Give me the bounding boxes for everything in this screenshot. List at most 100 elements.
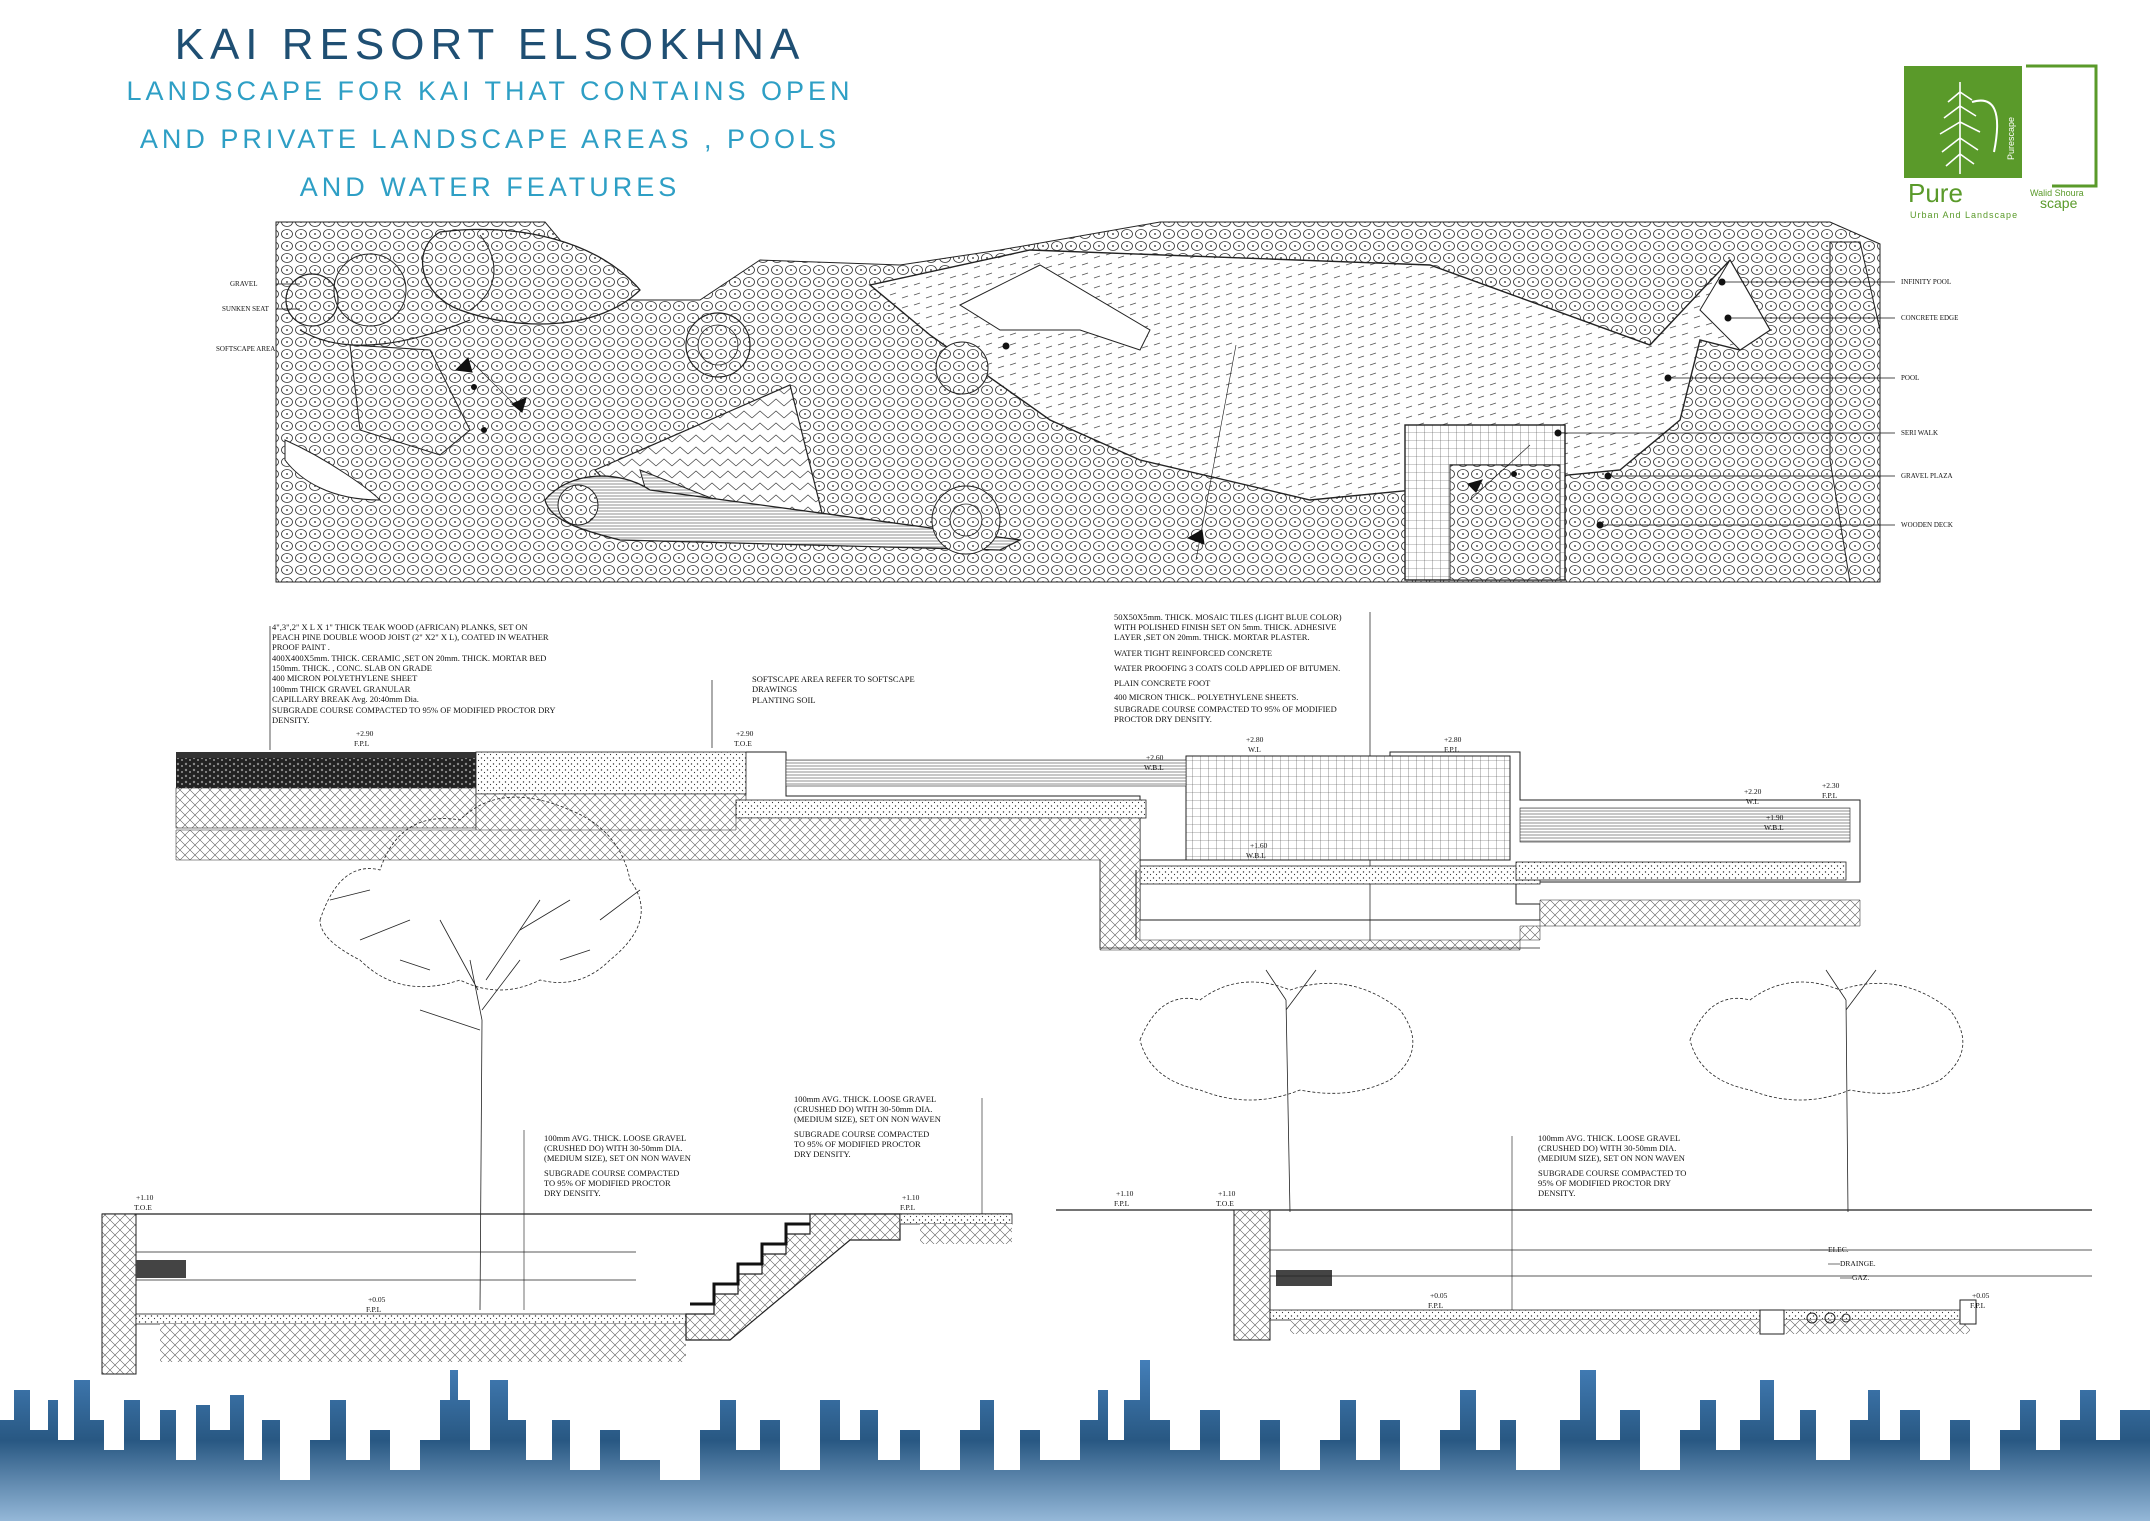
svg-text:100mm AVG. THICK. LOOSE GRAVE: 100mm AVG. THICK. LOOSE GRAVEL — [544, 1133, 686, 1143]
svg-text:F.P.L: F.P.L — [1114, 1199, 1130, 1208]
svg-text:F.P.L: F.P.L — [1970, 1301, 1986, 1310]
svg-text:400X400X5mm. THICK. CERAMIC ,: 400X400X5mm. THICK. CERAMIC ,SET ON 20mm… — [272, 653, 546, 663]
svg-text:150mm. THICK. , CONC. SLAB ON: 150mm. THICK. , CONC. SLAB ON GRADE — [272, 663, 432, 673]
svg-text:+1.10: +1.10 — [1218, 1189, 1236, 1198]
svg-text:PEACH PINE DOUBLE WOOD JOIST (: PEACH PINE DOUBLE WOOD JOIST (2" X2" X L… — [272, 632, 549, 642]
pool-section: 4",3",2" X L X 1" THICK TEAK WOOD (AFRIC… — [175, 612, 1861, 951]
svg-text:+2.30: +2.30 — [1822, 781, 1840, 790]
svg-text:F.P.L: F.P.L — [900, 1203, 916, 1212]
svg-text:+2.90: +2.90 — [356, 729, 374, 738]
svg-text:(CRUSHED DO) WITH 30-50mm DIA.: (CRUSHED DO) WITH 30-50mm DIA. — [1538, 1143, 1676, 1153]
svg-text:PLAIN CONCRETE FOOT: PLAIN CONCRETE FOOT — [1114, 678, 1211, 688]
plan-label-seri-walk: SERI WALK — [1901, 429, 1938, 437]
tree-center — [1139, 969, 1414, 1213]
svg-text:+2.80: +2.80 — [1246, 735, 1264, 744]
svg-text:W.B.L: W.B.L — [1764, 823, 1784, 832]
purescape-logo: Purescape Pure Walid Shoura scape Urban … — [1904, 64, 2098, 220]
svg-text:(MEDIUM SIZE), SET ON NON WAV: (MEDIUM SIZE), SET ON NON WAVEN — [1538, 1153, 1685, 1163]
svg-text:WATER PROOFING 3 COATS COLD AP: WATER PROOFING 3 COATS COLD APPLIED OF B… — [1114, 663, 1340, 673]
svg-text:100mm THICK GRAVEL GRANULAR: 100mm THICK GRAVEL GRANULAR — [272, 684, 411, 694]
subtitle-line-1: LANDSCAPE FOR KAI THAT CONTAINS OPEN — [126, 76, 854, 106]
logo-brand: Pure — [1908, 178, 1963, 208]
plan-label-pool: POOL — [1901, 374, 1919, 382]
softscape-notes: SOFTSCAPE AREA REFER TO SOFTSCAPE DRAWIN… — [711, 674, 915, 748]
plan-label-sunken-seat: SUNKEN SEAT — [222, 305, 270, 313]
svg-text:+2.60: +2.60 — [1146, 753, 1164, 762]
logo-vertical-text: Purescape — [2006, 117, 2016, 160]
svg-text:DRY DENSITY.: DRY DENSITY. — [794, 1149, 851, 1159]
service-elec: ELEC. — [1828, 1245, 1849, 1254]
svg-text:WATER TIGHT REINFORCED CONCRET: WATER TIGHT REINFORCED CONCRETE — [1114, 648, 1272, 658]
svg-text:LAYER ,SET ON 20mm. THICK. MOR: LAYER ,SET ON 20mm. THICK. MORTAR PLASTE… — [1114, 632, 1310, 642]
svg-text:DENSITY.: DENSITY. — [272, 715, 309, 725]
svg-text:SUBGRADE COURSE COMPACTED TO: SUBGRADE COURSE COMPACTED TO — [1538, 1168, 1686, 1178]
steps-gravel-notes: 100mm AVG. THICK. LOOSE GRAVEL (CRUSHED … — [523, 1130, 691, 1310]
svg-text:PROCTOR DRY DENSITY.: PROCTOR DRY DENSITY. — [1114, 714, 1212, 724]
subtitle-line-3: AND WATER FEATURES — [299, 172, 681, 202]
svg-text:+0.05: +0.05 — [1972, 1291, 1990, 1300]
svg-text:DRY DENSITY.: DRY DENSITY. — [544, 1188, 601, 1198]
pine-tree-icon — [1939, 82, 1999, 174]
svg-text:DENSITY.: DENSITY. — [1538, 1188, 1575, 1198]
svg-text:F.P.L: F.P.L — [354, 739, 370, 748]
services-notes: 100mm AVG. THICK. LOOSE GRAVEL (CRUSHED … — [1511, 1133, 1686, 1330]
svg-text:T.O.E: T.O.E — [134, 1203, 152, 1212]
svg-text:T.O.E: T.O.E — [734, 739, 752, 748]
svg-text:+2.80: +2.80 — [1444, 735, 1462, 744]
plan-label-infinity-pool: INFINITY POOL — [1901, 278, 1951, 286]
logo-brand-suffix: scape — [2040, 195, 2078, 211]
services-section: 100mm AVG. THICK. LOOSE GRAVEL (CRUSHED … — [1056, 1133, 2092, 1341]
service-drainge: DRAINGE. — [1840, 1259, 1876, 1268]
svg-text:W.L: W.L — [1248, 745, 1261, 754]
svg-text:+1.60: +1.60 — [1250, 841, 1268, 850]
svg-text:100mm AVG. THICK. LOOSE GRAVE: 100mm AVG. THICK. LOOSE GRAVEL — [1538, 1133, 1680, 1143]
plan-label-gravel: GRAVEL — [230, 280, 257, 288]
svg-text:4",3",2" X L X 1" THICK TEAK: 4",3",2" X L X 1" THICK TEAK WOOD (AFRIC… — [272, 622, 528, 632]
service-gaz: GAZ. — [1852, 1273, 1869, 1282]
svg-text:SUBGRADE COURSE COMPACTED: SUBGRADE COURSE COMPACTED — [794, 1129, 929, 1139]
svg-text:TO 95% OF MODIFIED PROCTOR: TO 95% OF MODIFIED PROCTOR — [794, 1139, 921, 1149]
svg-text:(MEDIUM SIZE), SET ON NON WAV: (MEDIUM SIZE), SET ON NON WAVEN — [794, 1114, 941, 1124]
tree-right — [1689, 969, 1964, 1213]
svg-text:W.B.L: W.B.L — [1144, 763, 1164, 772]
pool-notes: 50X50X5mm. THICK. MOSAIC TILES (LIGHT BL… — [1114, 612, 1371, 940]
svg-text:F.P.L: F.P.L — [1444, 745, 1460, 754]
svg-text:F.P.L: F.P.L — [1428, 1301, 1444, 1310]
svg-text:WITH POLISHED FINISH SET ON 5: WITH POLISHED FINISH SET ON 5mm. THICK. … — [1114, 622, 1336, 632]
svg-text:SUBGRADE COURSE COMPACTED: SUBGRADE COURSE COMPACTED — [544, 1168, 679, 1178]
svg-text:SUBGRADE COURSE COMPACTED TO 9: SUBGRADE COURSE COMPACTED TO 95% OF MODI… — [272, 705, 556, 715]
svg-text:CAPILLARY BREAK Avg. 20:40mm D: CAPILLARY BREAK Avg. 20:40mm Dia. — [272, 694, 419, 704]
svg-text:+0.05: +0.05 — [368, 1295, 386, 1304]
svg-text:PROOF PAINT .: PROOF PAINT . — [272, 642, 330, 652]
site-plan: GRAVEL SUNKEN SEAT SOFTSCAPE AREA INFINI… — [216, 221, 1958, 583]
pool-levels: +2.90F.P.L +2.90T.O.E +2.60W.B.L +2.80W.… — [354, 729, 1840, 860]
svg-text:PLANTING SOIL: PLANTING SOIL — [752, 695, 816, 705]
city-skyline — [0, 1360, 2150, 1521]
svg-text:W.L: W.L — [1746, 797, 1759, 806]
page-title: KAI RESORT ELSOKHNA — [174, 20, 806, 69]
svg-text:+2.90: +2.90 — [736, 729, 754, 738]
svg-text:F.P.L: F.P.L — [1822, 791, 1838, 800]
plan-label-concrete-edge: CONCRETE EDGE — [1901, 314, 1958, 322]
steps-right-notes: 100mm AVG. THICK. LOOSE GRAVEL (CRUSHED … — [794, 1094, 983, 1220]
svg-text:TO 95% OF MODIFIED PROCTOR: TO 95% OF MODIFIED PROCTOR — [544, 1178, 671, 1188]
svg-text:W.B.L: W.B.L — [1246, 851, 1266, 860]
svg-text:+0.05: +0.05 — [1430, 1291, 1448, 1300]
svg-text:+1.10: +1.10 — [1116, 1189, 1134, 1198]
plan-label-gravel-plaza: GRAVEL PLAZA — [1901, 472, 1953, 480]
tree-elevations — [319, 796, 1964, 1311]
svg-text:+1.90: +1.90 — [1766, 813, 1784, 822]
logo-tagline: Urban And Landscape — [1910, 210, 2018, 220]
subtitle-line-2: AND PRIVATE LANDSCAPE AREAS , POOLS — [139, 124, 841, 154]
svg-text:100mm AVG. THICK. LOOSE GRAVE: 100mm AVG. THICK. LOOSE GRAVEL — [794, 1094, 936, 1104]
svg-text:+1.10: +1.10 — [902, 1193, 920, 1202]
tree-large — [319, 796, 642, 1311]
svg-text:95% OF MODIFIED PROCTOR DRY: 95% OF MODIFIED PROCTOR DRY — [1538, 1178, 1671, 1188]
svg-text:F.P.L: F.P.L — [366, 1305, 382, 1314]
svg-text:(MEDIUM SIZE), SET ON NON WAV: (MEDIUM SIZE), SET ON NON WAVEN — [544, 1153, 691, 1163]
svg-text:T.O.E: T.O.E — [1216, 1199, 1234, 1208]
svg-text:SOFTSCAPE AREA REFER TO SOFTSC: SOFTSCAPE AREA REFER TO SOFTSCAPE — [752, 674, 915, 684]
svg-text:+1.10: +1.10 — [136, 1193, 154, 1202]
plan-label-wooden-deck: WOODEN DECK — [1901, 521, 1953, 529]
